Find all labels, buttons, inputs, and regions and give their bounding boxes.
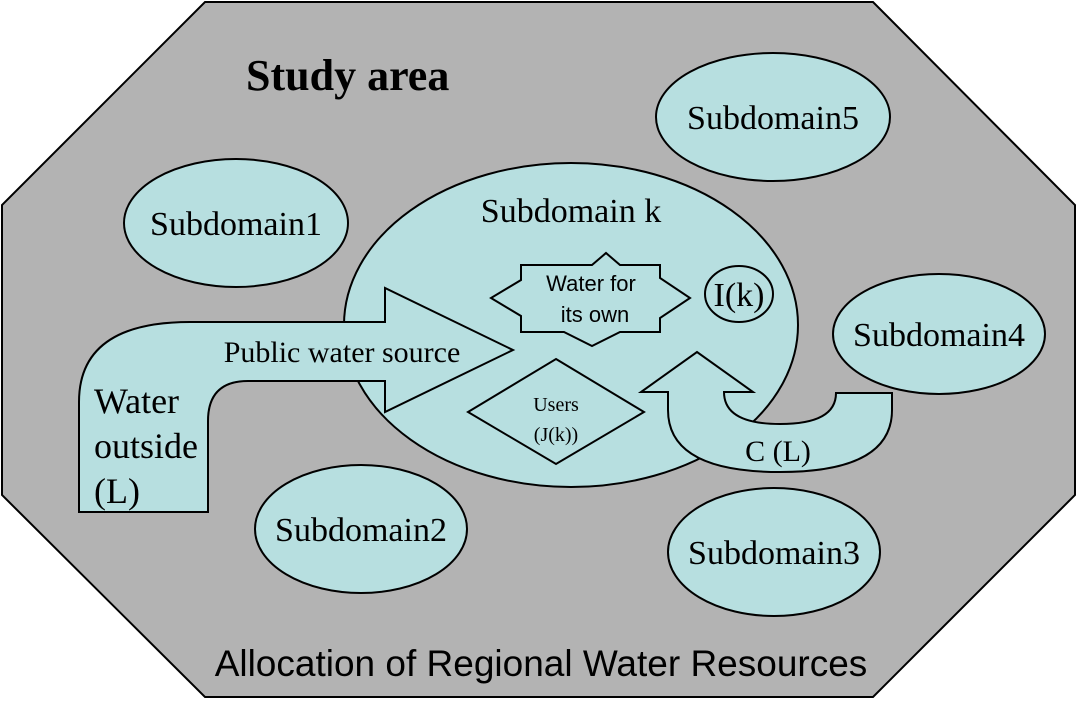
own-source-index-label: I(k) [714, 277, 765, 314]
water-for-its-own-line-1: Water for [546, 271, 636, 296]
public-water-source-label: Public water source [224, 336, 461, 369]
return-flow-label: C (L) [745, 435, 811, 468]
public-water-source-arrow [78, 286, 516, 513]
subdomain-2: Subdomain2 [254, 464, 468, 594]
subdomain-3-label: Subdomain3 [688, 535, 860, 572]
subdomain-1-label: Subdomain1 [150, 206, 322, 243]
water-outside-line-3: (L) [94, 471, 140, 511]
return-flow-arrow [637, 350, 893, 474]
water-outside-line-1: Water [94, 381, 179, 421]
water-for-its-own-shape: Water for its own [489, 251, 692, 348]
diagram-caption: Allocation of Regional Water Resources [215, 643, 868, 684]
subdomain-3: Subdomain3 [667, 487, 881, 617]
subdomain-1: Subdomain1 [123, 158, 349, 288]
subdomain-k-label: Subdomain k [481, 193, 661, 230]
subdomain-2-label: Subdomain2 [275, 512, 447, 549]
subdomain-4-label: Subdomain4 [853, 317, 1025, 354]
users-label-line-1: Users [533, 394, 579, 416]
subdomain-5: Subdomain5 [655, 52, 891, 182]
subdomain-5-label: Subdomain5 [687, 100, 859, 137]
users-label-line-2: (J(k)) [534, 424, 578, 446]
water-outside-line-2: outside [94, 426, 198, 466]
study-area-title: Study area [246, 51, 449, 100]
users-node: Users (J(k)) [466, 357, 646, 466]
subdomain-4: Subdomain4 [832, 273, 1046, 395]
water-for-its-own-line-2: its own [561, 302, 629, 327]
own-source-index: I(k) [704, 265, 774, 323]
